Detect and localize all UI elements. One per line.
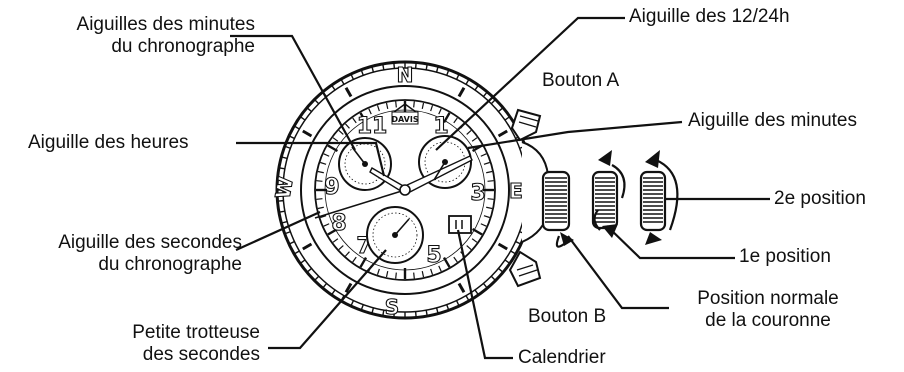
pusher-a bbox=[512, 110, 540, 140]
label-chrono-seconds-line1: Aiguille des secondes bbox=[6, 232, 242, 254]
date-window bbox=[449, 216, 471, 233]
label-small-seconds-line1: Petite trotteuse bbox=[76, 322, 260, 344]
bezel-letter-west: W bbox=[270, 175, 297, 201]
crown-second-position bbox=[641, 172, 665, 230]
numeral-11: 11 bbox=[357, 114, 388, 139]
numeral-9: 9 bbox=[324, 175, 339, 200]
label-minute-hand: Aiguille des minutes bbox=[688, 110, 857, 132]
label-12-24h-hand: Aiguille des 12/24h bbox=[629, 6, 790, 28]
label-chrono-minutes-line1: Aiguilles des minutes bbox=[10, 14, 255, 36]
numeral-5: 5 bbox=[426, 243, 441, 268]
bezel-letter-east: E bbox=[509, 179, 523, 203]
label-first-position: 1e position bbox=[739, 246, 831, 268]
crown-normal-position bbox=[543, 172, 569, 230]
label-second-position: 2e position bbox=[774, 188, 866, 210]
numeral-8: 8 bbox=[331, 211, 346, 236]
label-chrono-minutes-line2: du chronographe bbox=[10, 36, 255, 58]
label-small-seconds-line2: des secondes bbox=[76, 344, 260, 366]
label-calendar: Calendrier bbox=[518, 347, 606, 369]
label-chrono-seconds-line2: du chronographe bbox=[6, 254, 242, 276]
brand-logo-text: DAVIS bbox=[391, 115, 418, 124]
label-small-seconds-hand: Petite trotteuse des secondes bbox=[76, 322, 260, 366]
crown-first-position bbox=[593, 172, 617, 228]
bezel-letter-south: S bbox=[385, 295, 399, 319]
label-chrono-seconds-hand: Aiguille des secondes du chronographe bbox=[6, 232, 242, 276]
numeral-3: 3 bbox=[470, 181, 485, 206]
label-button-a: Bouton A bbox=[542, 70, 619, 92]
label-button-b: Bouton B bbox=[528, 306, 606, 328]
label-crown-normal-line1: Position normale bbox=[664, 288, 872, 310]
label-crown-normal-line2: de la couronne bbox=[664, 310, 872, 332]
bezel-letter-north: N bbox=[397, 63, 414, 87]
label-crown-normal-position: Position normale de la couronne bbox=[664, 288, 872, 332]
label-hour-hand: Aiguille des heures bbox=[28, 132, 189, 154]
label-chrono-minutes-hands: Aiguilles des minutes du chronographe bbox=[10, 14, 255, 58]
